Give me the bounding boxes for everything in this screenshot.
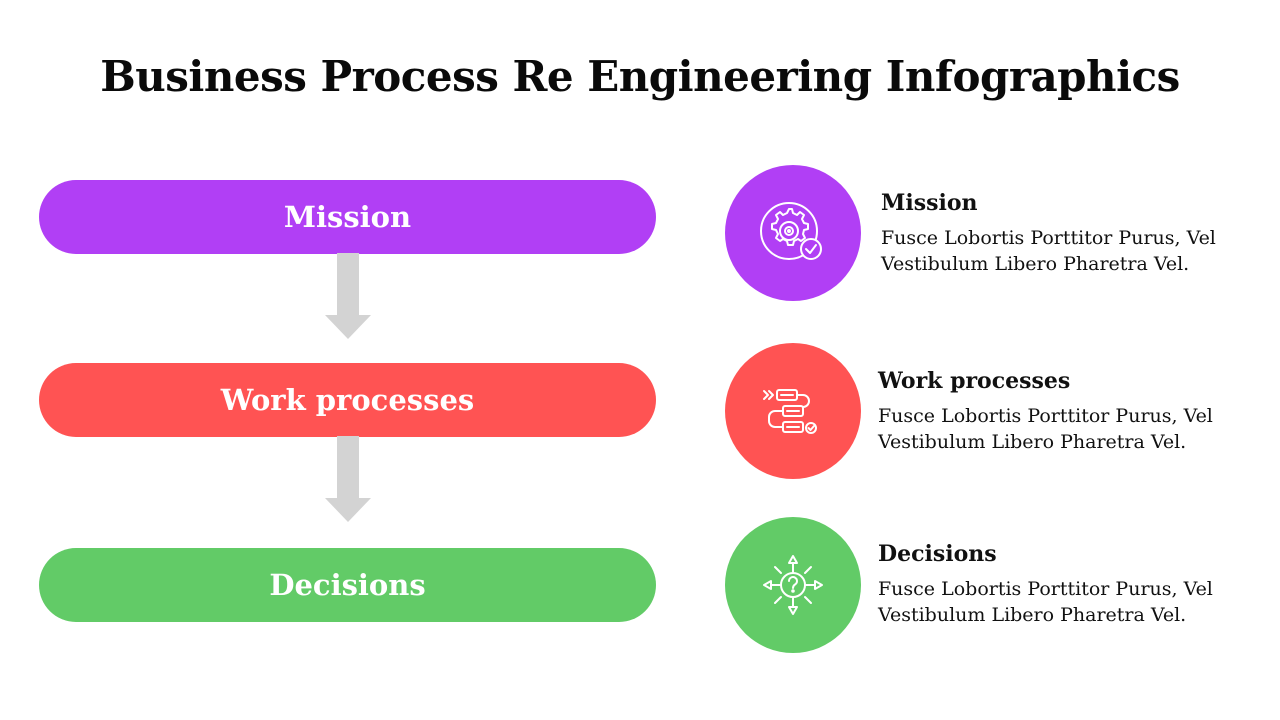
mission-circle bbox=[725, 165, 861, 301]
decision-arrows-question-icon bbox=[763, 555, 823, 615]
info-heading: Work processes bbox=[878, 368, 1071, 394]
work-processes-circle bbox=[725, 343, 861, 479]
down-arrow-icon bbox=[325, 253, 371, 339]
arrow-shape bbox=[325, 436, 371, 522]
info-description: Fusce Lobortis Porttitor Purus, Vel Vest… bbox=[878, 405, 1213, 453]
step-pill-mission: Mission bbox=[39, 180, 656, 254]
down-arrow-icon bbox=[325, 436, 371, 522]
info-description: Fusce Lobortis Porttitor Purus, Vel Vest… bbox=[878, 578, 1213, 626]
info-heading: Mission bbox=[881, 190, 978, 216]
work-processes-info: Work processes Fusce Lobortis Porttitor … bbox=[878, 368, 1248, 455]
gear-target-check-icon bbox=[760, 202, 822, 260]
step-pill-work-processes: Work processes bbox=[39, 363, 656, 437]
info-description: Fusce Lobortis Porttitor Purus, Vel Vest… bbox=[881, 227, 1216, 275]
step-pill-label: Decisions bbox=[269, 568, 426, 602]
arrow-shape bbox=[325, 253, 371, 339]
decisions-info: Decisions Fusce Lobortis Porttitor Purus… bbox=[878, 541, 1248, 628]
workflow-list-icon bbox=[763, 389, 817, 434]
step-pill-label: Work processes bbox=[220, 383, 475, 417]
page-title: Business Process Re Engineering Infograp… bbox=[100, 52, 1180, 101]
info-heading: Decisions bbox=[878, 541, 997, 567]
decisions-circle bbox=[725, 517, 861, 653]
step-pill-label: Mission bbox=[283, 200, 412, 234]
mission-info: Mission Fusce Lobortis Porttitor Purus, … bbox=[881, 190, 1251, 277]
step-pill-decisions: Decisions bbox=[39, 548, 656, 622]
